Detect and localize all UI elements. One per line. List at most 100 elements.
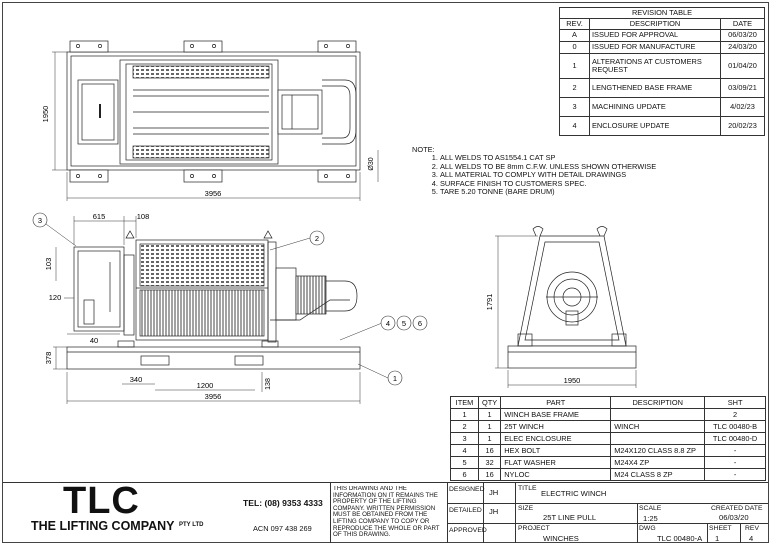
tb-divider [637, 503, 638, 543]
note-item: TARE 5.20 TONNE (BARE DRUM) [440, 187, 656, 196]
balloon-3: 3 [38, 216, 42, 225]
company-pty: PTY LTD [179, 522, 204, 528]
bom-cell: 2 [450, 420, 479, 433]
bom-cell: 16 [477, 444, 502, 457]
bom-cell: 1 [477, 408, 502, 421]
notes: NOTE: ALL WELDS TO AS1554.1 CAT SP ALL W… [412, 145, 656, 196]
tb-divider [515, 483, 516, 543]
end-view [507, 226, 637, 369]
bom-cell: FLAT WASHER [500, 456, 612, 469]
tb-divider [447, 503, 768, 504]
rev-cell: MACHINING UPDATE [589, 96, 721, 117]
company-name: THE LIFTING COMPANY [31, 519, 175, 533]
note-item: ALL WELDS TO BE 8mm C.F.W. UNLESS SHOWN … [440, 162, 656, 171]
company-tel: TEL: (08) 9353 4333 [243, 498, 323, 508]
bom-header-item: ITEM [450, 396, 479, 409]
bom-cell: - [704, 456, 766, 469]
bom-cell: TLC 00480-D [704, 432, 766, 445]
rev-cell: 1 [559, 52, 590, 79]
bom-cell: 1 [477, 420, 502, 433]
dim-108: 108 [137, 212, 150, 221]
bom-cell: WINCH BASE FRAME [500, 408, 612, 421]
dim-103: 103 [44, 258, 53, 271]
note-item: ALL MATERIAL TO COMPLY WITH DETAIL DRAWI… [440, 170, 656, 179]
company-acn: ACN 097 438 269 [253, 524, 312, 533]
bom-cell: 25T WINCH [500, 420, 612, 433]
created-value: 06/03/20 [719, 513, 749, 522]
bom-header-qty: QTY [477, 396, 502, 409]
project-value: WINCHES [543, 534, 579, 543]
rev-cell: ISSUED FOR APPROVAL [589, 28, 721, 42]
dim-end-height: 1791 [485, 294, 494, 311]
designed-value: JH [489, 488, 499, 497]
rev-cell: 03/09/21 [720, 77, 765, 98]
bom-cell: NYLOC [500, 468, 612, 481]
dim-top-height: 1950 [41, 106, 50, 123]
company-logo: TLC [63, 480, 140, 522]
rev-cell: A [559, 28, 590, 42]
dim-378: 378 [44, 352, 53, 365]
size-label: SIZE [518, 505, 534, 512]
bom-cell: - [704, 468, 766, 481]
rev-cell: 4 [559, 115, 590, 136]
dim-138: 138 [265, 378, 272, 390]
side-view-dimensions [53, 216, 361, 404]
balloon-2: 2 [315, 234, 319, 243]
bom-cell: - [704, 444, 766, 457]
dim-side-length: 3956 [205, 392, 222, 401]
dim-120: 120 [49, 293, 62, 302]
rev-cell: 06/03/20 [720, 28, 765, 42]
drawing-title: ELECTRIC WINCH [541, 489, 607, 498]
dim-top-dia: Ø30 [368, 157, 375, 170]
bom-cell [610, 408, 706, 421]
rev-cell: 3 [559, 96, 590, 117]
title-block: TLC THE LIFTING COMPANY PTY LTD TEL: (08… [3, 480, 768, 543]
bom-cell: 16 [477, 468, 502, 481]
balloon-1: 1 [393, 374, 397, 383]
notes-list: ALL WELDS TO AS1554.1 CAT SP ALL WELDS T… [440, 153, 656, 196]
bom-cell: M24 CLASS 8 ZP [610, 468, 706, 481]
rev-cell: 2 [559, 77, 590, 98]
approved-label: APPROVED [449, 527, 487, 534]
bom-cell: 4 [450, 444, 479, 457]
note-item: ALL WELDS TO AS1554.1 CAT SP [440, 153, 656, 162]
bom-header-description: DESCRIPTION [610, 396, 706, 409]
bom-cell: 6 [450, 468, 479, 481]
rev-header-date: DATE [720, 17, 765, 30]
dwg-label: DWG [639, 525, 656, 532]
top-view-dimensions [52, 51, 379, 201]
top-view [66, 40, 361, 183]
bom-cell: 32 [477, 456, 502, 469]
detailed-value: JH [489, 507, 499, 516]
tb-divider [483, 483, 484, 543]
rev-cell: 01/04/20 [720, 52, 765, 79]
balloon-leaders [45, 223, 389, 379]
rev-cell: LENGTHENED BASE FRAME [589, 77, 721, 98]
dim-615: 615 [93, 212, 106, 221]
tb-divider [447, 483, 448, 543]
disclaimer: THIS DRAWING AND THE INFORMATION ON IT R… [333, 486, 440, 539]
size-value: 25T LINE PULL [543, 513, 597, 522]
bom-cell: TLC 00480-B [704, 420, 766, 433]
bom-header-sht: SHT [704, 396, 766, 409]
bom-cell: 3 [450, 432, 479, 445]
rev-cell: 20/02/23 [720, 115, 765, 136]
tb-divider [447, 523, 768, 524]
dim-1200: 1200 [197, 381, 214, 390]
scale-label: SCALE [639, 505, 662, 512]
rev-value: 4 [749, 534, 754, 543]
side-view [66, 230, 361, 370]
tb-divider [330, 483, 331, 543]
rev-cell: 0 [559, 40, 590, 54]
bom-header-part: PART [500, 396, 612, 409]
rev-cell: 4/02/23 [720, 96, 765, 117]
bom-cell [610, 432, 706, 445]
